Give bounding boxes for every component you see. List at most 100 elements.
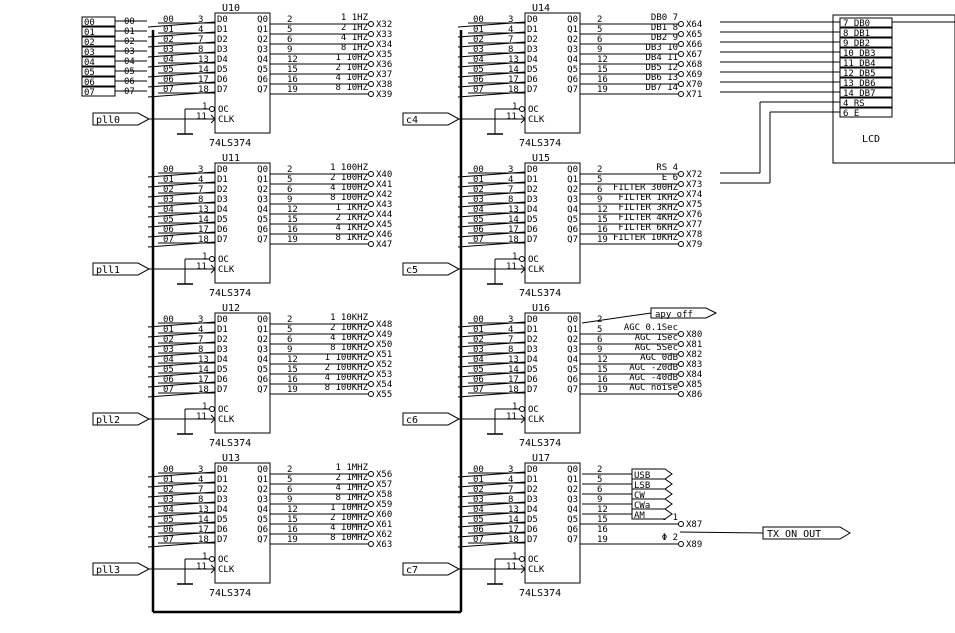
chip-pin-q: Q7: [567, 235, 578, 245]
output-label: 1 10MHZ: [330, 503, 369, 513]
chip-pin-q: Q2: [567, 35, 578, 45]
chip-pin-d: D7: [527, 235, 538, 245]
pin-number-out: 15: [287, 365, 298, 375]
pin-number-in: 8: [508, 345, 513, 355]
chip-pin-d: D3: [527, 345, 538, 355]
bus-pin-label: 00: [163, 165, 174, 175]
pin-number-out: 6: [597, 485, 602, 495]
bus-pin-label: 07: [163, 535, 174, 545]
chip-pin-d: D0: [527, 315, 538, 325]
output-net: X65: [686, 30, 702, 40]
input-port-label: 05: [84, 68, 95, 78]
output-net: X77: [686, 220, 702, 230]
chip-ref: U10: [222, 3, 240, 14]
chip-pin-q: Q6: [567, 225, 578, 235]
lcd-pin-label: 6 E: [843, 109, 859, 119]
clk-arrow: [210, 418, 216, 424]
output-net: X34: [376, 40, 392, 50]
clk-arrow: [520, 118, 526, 124]
output-terminal: [678, 181, 684, 187]
pin-number-in: 8: [198, 495, 203, 505]
bus-pin-label: 01: [473, 475, 484, 485]
output-label: 8 100KHZ: [325, 383, 369, 393]
bus-pin-label: 04: [473, 55, 484, 65]
pin-number-out: 19: [287, 385, 298, 395]
chip-pin-q: Q4: [567, 55, 578, 65]
output-terminal: [368, 521, 374, 527]
pin-number-in: 18: [508, 535, 519, 545]
tx-on-out-flag: [762, 526, 851, 540]
mode-flag: [631, 508, 673, 520]
lcd-pin-label: 7 DB0: [843, 19, 870, 29]
bus-pin-label: 06: [473, 75, 484, 85]
chip-type: 74LS374: [519, 288, 561, 299]
output-net: X66: [686, 40, 702, 50]
chip-pin-q: Q0: [257, 165, 268, 175]
output-terminal: [368, 541, 374, 547]
output-label: E 6: [662, 173, 678, 183]
clock-flag-label: pll0: [96, 115, 120, 126]
mode-flag: [631, 478, 673, 490]
clk-label: CLK: [528, 565, 545, 575]
pin-number-out: 9: [287, 345, 292, 355]
pin-number-in: 7: [198, 185, 203, 195]
chip-pin-q: Q6: [257, 525, 268, 535]
chip-pin-q: Q2: [567, 185, 578, 195]
output-label: AGC noise: [629, 383, 678, 393]
apy-off-wire: [581, 312, 652, 324]
output-terminal: [678, 241, 684, 247]
oc-label: OC: [218, 405, 229, 415]
oc-pin: 1: [202, 552, 207, 562]
oc-pin: 1: [202, 102, 207, 112]
chip-type: 74LS374: [209, 438, 251, 449]
pin-number-in: 14: [508, 215, 519, 225]
output-terminal: [368, 61, 374, 67]
pin-number-in: 14: [198, 65, 209, 75]
chip-pin-d: D4: [527, 505, 538, 515]
chip-pin-d: D2: [217, 185, 228, 195]
bus-pin-label: 05: [473, 515, 484, 525]
pin-number-in: 3: [198, 315, 203, 325]
input-port-label: 07: [84, 88, 95, 98]
pin-number-in: 18: [508, 385, 519, 395]
pin-number-out: 9: [597, 345, 602, 355]
chip-pin-q: Q4: [567, 205, 578, 215]
output-net: X60: [376, 510, 392, 520]
chip-pin-d: D1: [527, 475, 538, 485]
output-net: X52: [376, 360, 392, 370]
chip-pin-q: Q5: [567, 65, 578, 75]
pin-number-in: 18: [198, 235, 209, 245]
clock-flag: [92, 412, 151, 426]
chip-type: 74LS374: [519, 138, 561, 149]
output-terminal: [678, 41, 684, 47]
output-net: X79: [686, 240, 702, 250]
chip-pin-q: Q4: [257, 505, 268, 515]
pin-number-out: 12: [597, 355, 608, 365]
pin-number-in: 14: [198, 515, 209, 525]
pin-number-out: 5: [287, 25, 292, 35]
pin-number-in: 8: [508, 45, 513, 55]
chip-pin-q: Q6: [257, 75, 268, 85]
chip-pin-d: D5: [527, 215, 538, 225]
output-net: X38: [376, 80, 392, 90]
pin-number-out: 16: [287, 525, 298, 535]
chip-pin-q: Q0: [257, 15, 268, 25]
output-net: X64: [686, 20, 702, 30]
clock-flag: [402, 562, 461, 576]
output-label: DB1 8: [651, 23, 678, 33]
chip-pin-q: Q3: [257, 345, 268, 355]
chip-pin-q: Q1: [257, 475, 268, 485]
output-label: FILTER 3KHZ: [618, 203, 678, 213]
clk-arrow: [520, 264, 526, 270]
pin-number-out: 12: [597, 505, 608, 515]
pin-number-out: 15: [597, 215, 608, 225]
input-port-label: 02: [84, 38, 95, 48]
chip-pin-d: D7: [527, 535, 538, 545]
input-port-label: 03: [84, 48, 95, 58]
output-terminal: [678, 221, 684, 227]
output-terminal: [678, 381, 684, 387]
bus-pin-label: 07: [163, 385, 174, 395]
clock-flag-label: c6: [406, 415, 418, 426]
pin-number-out: 16: [597, 225, 608, 235]
